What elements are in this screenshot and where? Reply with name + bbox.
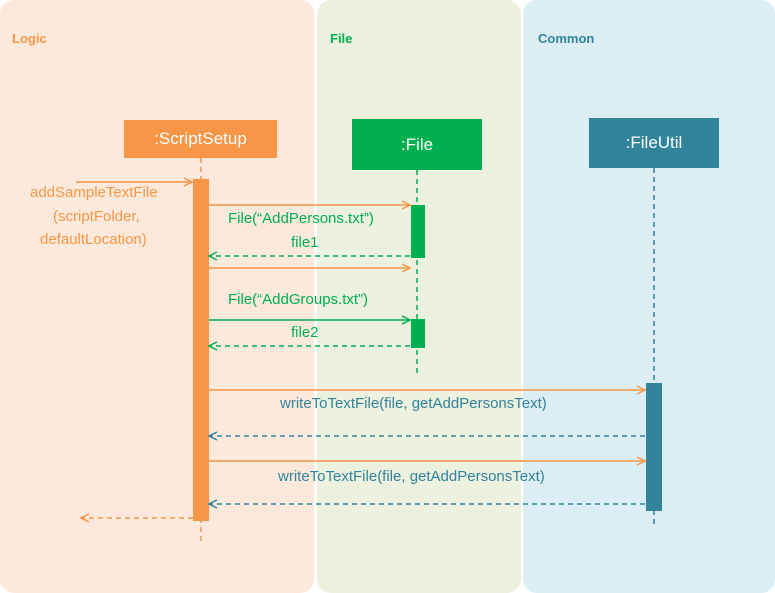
message-file-call-1: File(“AddPersons.txt”) xyxy=(228,210,374,227)
message-file-return-1: file1 xyxy=(291,234,319,251)
activation-file-1 xyxy=(411,205,425,258)
message-file-call-2: File(“AddGroups.txt”) xyxy=(228,291,369,308)
lane-title-file: File xyxy=(330,31,353,46)
activation-file-2 xyxy=(411,319,425,348)
participant-fileutil: :FileUtil xyxy=(589,118,719,168)
message-entry-line3: defaultLocation) xyxy=(40,231,147,248)
participant-scriptsetup: :ScriptSetup xyxy=(124,120,277,158)
lane-title-common: Common xyxy=(538,31,595,46)
message-write-call-2: writeToTextFile(file, getAddPersonsText) xyxy=(278,468,545,485)
message-file-return-2: file2 xyxy=(291,324,319,341)
message-entry-line1: addSampleTextFile xyxy=(30,184,158,201)
participant-file: :File xyxy=(352,119,482,170)
lane-title-logic: Logic xyxy=(12,31,47,46)
lane-logic xyxy=(0,0,314,593)
activation-fileutil xyxy=(646,383,662,511)
lane-file xyxy=(317,0,521,593)
message-entry-line2: (scriptFolder, xyxy=(53,208,140,225)
activation-scriptsetup xyxy=(193,179,209,521)
message-write-call-1: writeToTextFile(file, getAddPersonsText) xyxy=(280,395,547,412)
